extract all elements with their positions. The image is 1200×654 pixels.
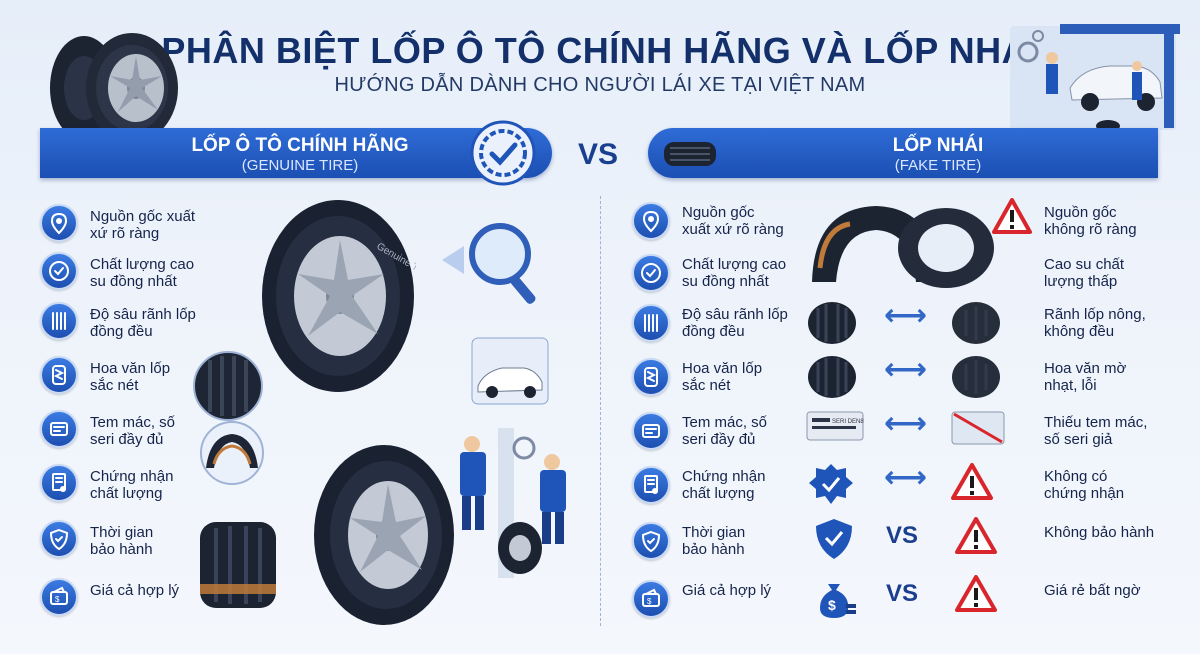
fake-banner-subtitle: (FAKE TIRE) <box>894 157 982 174</box>
fake-feature-label: Hoa văn mờ nhạt, lỗi <box>1044 360 1127 394</box>
vs-label: VS <box>886 580 919 607</box>
warning-icon <box>950 462 994 507</box>
genuine-comparison-label: Nguồn gốc xuất xứ rõ ràng <box>682 204 784 238</box>
warning-icon <box>954 516 998 561</box>
page-subtitle: HƯỚNG DẪN DÀNH CHO NGƯỜI LÁI XE TẠI VIỆT… <box>334 74 866 96</box>
tread-pattern-icon <box>632 358 670 396</box>
wallet-icon: $ <box>632 580 670 618</box>
genuine-feature-label: Chứng nhận chất lượng <box>90 468 174 502</box>
warning-icon <box>992 198 1032 234</box>
genuine-comparison-label: Độ sâu rãnh lốp đồng đều <box>682 306 788 340</box>
serial-label-icon <box>632 412 670 450</box>
certified-badge-icon <box>806 462 856 513</box>
tire-side-icon <box>664 142 716 166</box>
genuine-banner-title: LỐP Ô TÔ CHÍNH HÃNG <box>191 135 409 156</box>
genuine-feature-label: Độ sâu rãnh lốp đồng đều <box>90 306 196 340</box>
missing-label-icon <box>950 408 1006 453</box>
tread-depth-icon <box>40 302 78 340</box>
vs-label: VS <box>578 138 619 171</box>
tire-pair-illustration <box>50 33 178 143</box>
genuine-feature-label: Hoa văn lốp sắc nét <box>90 360 171 394</box>
genuine-feature-label: Chất lượng cao su đồng nhất <box>90 256 195 290</box>
genuine-tire-banner: LỐP Ô TÔ CHÍNH HÃNG (GENUINE TIRE) <box>40 128 552 178</box>
serial-label-icon <box>40 410 78 448</box>
genuine-sample-icon <box>806 300 858 351</box>
compare-arrow-icon: ⟷ <box>884 407 928 440</box>
magnifier-icon <box>442 223 536 304</box>
certificate-icon <box>40 464 78 502</box>
fake-feature-label: Thiếu tem mác, số seri giả <box>1044 414 1148 448</box>
tread-depth-icon <box>632 304 670 342</box>
genuine-comparison-label: Chất lượng cao su đồng nhất <box>682 256 787 290</box>
fake-feature-label: Cao su chất lượng thấp <box>1044 256 1125 290</box>
fake-feature-label: Nguồn gốc không rõ ràng <box>1044 204 1137 238</box>
fake-tire-illustration <box>812 206 994 288</box>
genuine-comparison-label: Thời gian bảo hành <box>682 524 746 558</box>
compare-arrow-icon: ⟷ <box>884 299 928 332</box>
money-bag-icon: $ <box>812 574 858 625</box>
garage-illustration <box>1010 24 1180 132</box>
cross-section-icon <box>200 421 264 485</box>
tire-profile-icon <box>200 522 276 608</box>
certificate-icon <box>632 466 670 504</box>
compare-arrow-icon: ⟷ <box>884 353 928 386</box>
genuine-banner-subtitle: (GENUINE TIRE) <box>241 157 359 174</box>
svg-text:SERI DEN898: SERI DEN898 <box>832 419 864 425</box>
compare-arrow-icon: ⟷ <box>884 461 928 494</box>
fake-feature-label: Giá rẻ bất ngờ <box>1044 582 1141 599</box>
tread-closeup-icon <box>193 351 263 421</box>
wallet-icon: $ <box>40 578 78 616</box>
genuine-comparison-label: Hoa văn lốp sắc nét <box>682 360 763 394</box>
fake-tire-banner: LỐP NHÁI (FAKE TIRE) <box>648 128 1158 178</box>
quality-check-icon <box>40 252 78 290</box>
genuine-comparison-label: Tem mác, số seri đầy đủ <box>682 414 768 448</box>
genuine-feature-label: Nguồn gốc xuất xứ rõ ràng <box>90 208 196 242</box>
center-divider <box>600 196 601 626</box>
fake-banner-title: LỐP NHÁI <box>892 135 984 156</box>
genuine-feature-label: Thời gian bảo hành <box>90 524 154 558</box>
location-pin-icon <box>40 204 78 242</box>
fake-feature-label: Không bảo hành <box>1044 524 1155 541</box>
quality-check-icon <box>632 254 670 292</box>
warranty-shield-icon <box>812 516 856 567</box>
tread-pattern-icon <box>40 356 78 394</box>
page-title: PHÂN BIỆT LỐP Ô TÔ CHÍNH HÃNG VÀ LỐP NHÁ… <box>161 30 1039 71</box>
fake-sample-icon <box>950 354 1002 405</box>
check-badge-icon <box>470 120 536 186</box>
fake-sample-icon <box>950 300 1002 351</box>
genuine-tire-angle-illustration <box>314 445 454 625</box>
genuine-comparison-label: Chứng nhận chất lượng <box>682 468 766 502</box>
genuine-tire-illustration: Genuine Tire <box>262 200 416 392</box>
car-illustration <box>471 337 549 405</box>
svg-text:$: $ <box>55 595 60 604</box>
warning-icon <box>954 574 998 619</box>
genuine-sample-icon <box>806 354 858 405</box>
warranty-shield-icon <box>40 520 78 558</box>
svg-text:$: $ <box>647 597 652 606</box>
svg-text:$: $ <box>828 597 836 613</box>
fake-feature-label: Không có chứng nhận <box>1044 468 1125 502</box>
genuine-feature-label: Tem mác, số seri đầy đủ <box>90 414 176 448</box>
location-pin-icon <box>632 202 670 240</box>
vs-label: VS <box>886 522 919 549</box>
warranty-shield-icon <box>632 522 670 560</box>
serial-label-card-icon: SERI DEN898 <box>806 408 871 449</box>
genuine-comparison-label: Giá cả hợp lý <box>682 582 772 599</box>
mechanics-illustration <box>460 428 566 578</box>
genuine-feature-label: Giá cả hợp lý <box>90 582 180 599</box>
fake-feature-label: Rãnh lốp nông, không đều <box>1044 306 1146 340</box>
